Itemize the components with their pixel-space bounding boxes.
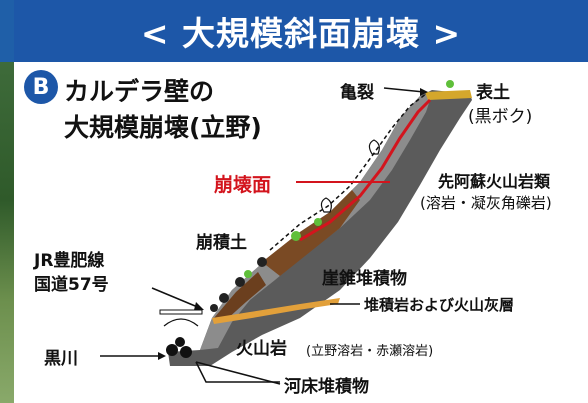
page-title: < 大規模斜面崩壊 > bbox=[140, 14, 462, 53]
riverbed-boulder bbox=[166, 344, 178, 356]
label-topsoil-note: (黒ボク) bbox=[468, 107, 533, 127]
label-deposit-ash: 堆積岩および火山灰層 bbox=[364, 296, 515, 314]
boulder bbox=[257, 257, 267, 267]
vegetation bbox=[446, 80, 454, 88]
leader-railway bbox=[151, 287, 201, 309]
topsoil-layer bbox=[425, 90, 472, 100]
collapse-surface-line bbox=[299, 98, 432, 242]
label-railway-line1: JR豊肥線 bbox=[34, 251, 105, 271]
title-bar: < 大規模斜面崩壊 > bbox=[14, 0, 588, 62]
heading-line1: カルデラ壁の bbox=[64, 77, 215, 106]
label-crack: 亀裂 bbox=[340, 83, 374, 103]
arrowhead bbox=[158, 352, 166, 360]
crack-outline bbox=[368, 139, 380, 155]
boulder bbox=[210, 304, 218, 312]
boulder bbox=[235, 277, 245, 287]
ash-layer bbox=[212, 298, 340, 324]
label-riverbed: 河床堆積物 bbox=[284, 377, 369, 397]
arrowhead bbox=[194, 302, 204, 310]
riverbed-boulder bbox=[175, 337, 185, 347]
bridge-arch bbox=[163, 318, 199, 327]
arrowhead bbox=[420, 88, 428, 96]
label-volcanic-rock: 火山岩 bbox=[236, 339, 287, 359]
riverbed-boulder bbox=[180, 346, 192, 358]
vegetation bbox=[314, 218, 322, 226]
label-kurokawa: 黒川 bbox=[44, 349, 78, 369]
label-pre-aso-rock-note: (溶岩・凝灰角礫岩) bbox=[420, 194, 552, 212]
leader-riverbed-elbow bbox=[195, 361, 280, 383]
label-talus: 崖錐堆積物 bbox=[322, 269, 407, 289]
crack-outline bbox=[320, 197, 332, 213]
label-railway-line2: 国道57号 bbox=[34, 275, 109, 295]
vegetation bbox=[291, 231, 301, 241]
bridge-deck bbox=[159, 309, 203, 315]
label-colluvium: 崩積土 bbox=[196, 233, 247, 253]
section-badge: B bbox=[24, 70, 58, 104]
label-collapse-surface: 崩壊面 bbox=[214, 174, 272, 196]
original-slope-dashed bbox=[269, 93, 427, 251]
label-topsoil: 表土 bbox=[476, 83, 510, 103]
colluvium-lower bbox=[214, 272, 266, 320]
label-volcanic-rock-note: (立野溶岩・赤瀬溶岩) bbox=[306, 344, 434, 359]
photo-strip bbox=[0, 0, 14, 403]
vegetation bbox=[244, 270, 252, 278]
label-pre-aso-rock: 先阿蘇火山岩類 bbox=[438, 172, 551, 191]
boulder bbox=[219, 293, 229, 303]
heading-line2: 大規模崩壊(立野) bbox=[64, 113, 262, 142]
leader-crack bbox=[383, 87, 425, 93]
leader-riverbed bbox=[195, 361, 281, 385]
